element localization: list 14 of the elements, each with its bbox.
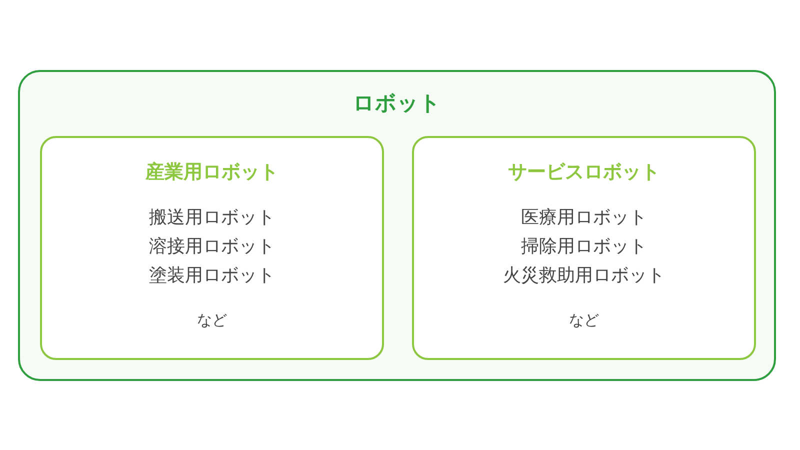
list-item: など — [197, 310, 227, 331]
list-item: 塗装用ロボット — [149, 264, 275, 288]
list-item: 火災救助用ロボット — [503, 264, 665, 288]
category-box — [412, 136, 756, 360]
list-item: 掃除用ロボット — [521, 234, 647, 259]
list-item: 医療用ロボット — [521, 206, 647, 230]
box-heading: 産業用ロボット — [146, 160, 278, 185]
group-panel — [18, 70, 776, 381]
box-heading: サービスロボット — [508, 160, 660, 185]
category-box — [40, 136, 384, 360]
list-item: 搬送用ロボット — [149, 206, 275, 230]
panel-title: ロボット — [353, 90, 441, 117]
list-item: 溶接用ロボット — [149, 234, 275, 259]
list-item: など — [569, 310, 599, 331]
